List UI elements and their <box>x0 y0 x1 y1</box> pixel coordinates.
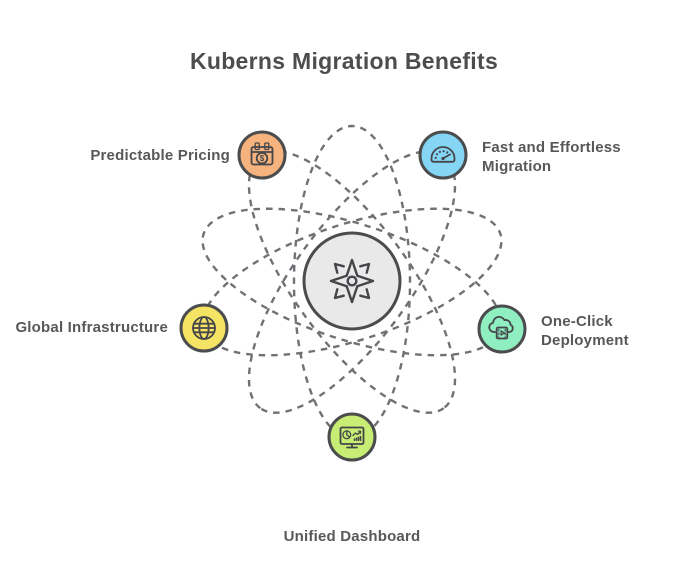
label-one-click-deployment: One-Click Deployment <box>541 313 629 349</box>
node-circle <box>237 130 287 180</box>
node-global-infrastructure <box>179 303 229 353</box>
globe-icon <box>192 316 216 340</box>
node-circle <box>327 412 377 462</box>
node-fast-effortless-migration <box>418 130 468 180</box>
dollar-glyph: $ <box>260 154 265 163</box>
node-circle <box>418 130 468 180</box>
node-predictable-pricing: $ <box>237 130 287 180</box>
node-unified-dashboard <box>327 412 377 462</box>
node-one-click-deployment <box>477 304 527 354</box>
cloud-deploy-icon <box>488 316 514 340</box>
calendar-dollar-icon: $ <box>250 142 274 166</box>
dashboard-monitor-icon <box>339 426 365 449</box>
label-fast-effortless-migration: Fast and Effortless Migration <box>482 139 621 175</box>
label-predictable-pricing: Predictable Pricing <box>90 147 230 164</box>
center-node <box>302 231 402 331</box>
center-circle <box>302 231 402 331</box>
page-title: Kuberns Migration Benefits <box>189 48 499 74</box>
compass-star-icon <box>329 258 375 304</box>
label-unified-dashboard: Unified Dashboard <box>283 528 421 545</box>
label-global-infrastructure: Global Infrastructure <box>15 319 168 336</box>
